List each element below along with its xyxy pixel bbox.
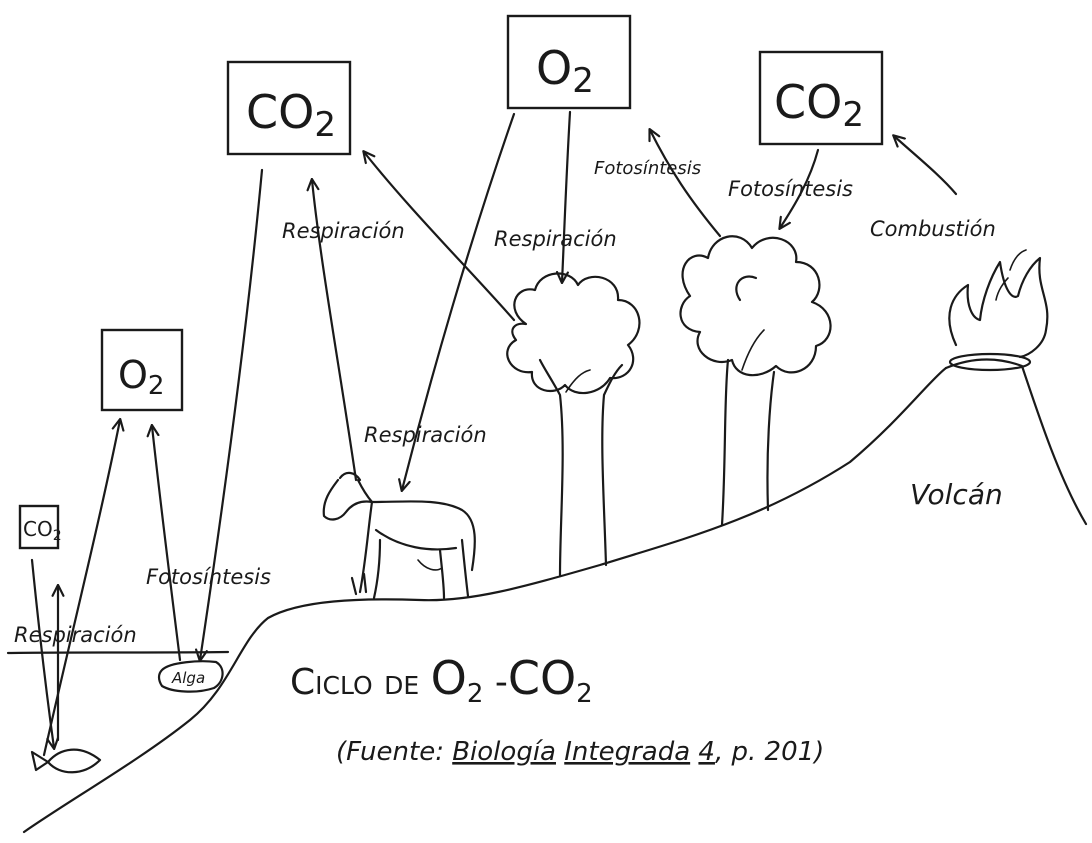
- arrow-o2-to-tree: [555, 110, 572, 285]
- ground-hill-outline: [22, 366, 948, 834]
- arrow-volcano-to-co2: [892, 134, 958, 196]
- o2-box-left: [100, 328, 184, 412]
- o2-box-top-center: [506, 14, 632, 110]
- volcano-label: Volcán: [910, 478, 1003, 511]
- respiration-label: Respiración: [364, 423, 487, 447]
- respiration-label: Respiración: [14, 623, 137, 647]
- combustion-label: Combustión: [870, 217, 996, 241]
- o2-label: O2: [118, 353, 164, 401]
- photosynthesis-label: Fotosíntesis: [146, 565, 271, 589]
- arrow-tree-to-co2-right: [648, 127, 722, 238]
- arrow-co2-to-water: [195, 168, 264, 663]
- o2-label: O2: [536, 41, 594, 101]
- arrow-tree-to-co2: [362, 150, 516, 322]
- source-citation: (Fuente: Biología Integrada 4, p. 201): [336, 737, 824, 767]
- arrow-co2-to-fish: [30, 558, 60, 751]
- arrow-o2-to-cow: [398, 112, 516, 493]
- co2-box-top-right: [758, 50, 884, 146]
- co2-box-top-left: [226, 60, 352, 156]
- diagram-title: Ciclo de O2 -CO2: [290, 651, 593, 709]
- arrow-water-to-o2: [42, 417, 125, 757]
- volcano-crater: [948, 352, 1032, 372]
- co2-label: CO2: [246, 85, 336, 145]
- respiration-label: Respiración: [494, 227, 617, 251]
- arrow-co2-to-tree: [778, 148, 820, 230]
- tree-icon: [679, 235, 832, 527]
- alga-label: Alga: [171, 669, 205, 687]
- fish-icon: [30, 748, 102, 774]
- photosynthesis-label: Fotosíntesis: [594, 158, 701, 179]
- co2-label: CO2: [774, 75, 864, 135]
- co2-box-small: [18, 504, 60, 550]
- flame-icon: [948, 249, 1049, 359]
- respiration-label: Respiración: [282, 219, 405, 243]
- photosynthesis-label: Fotosíntesis: [728, 177, 853, 201]
- volcano-outline: [944, 358, 1088, 526]
- tree-icon: [506, 272, 641, 577]
- cow-icon: [322, 471, 476, 600]
- arrow-cow-to-co2: [306, 177, 358, 482]
- co2-label: CO2: [23, 517, 62, 544]
- arrow-alga-to-o2: [146, 423, 182, 662]
